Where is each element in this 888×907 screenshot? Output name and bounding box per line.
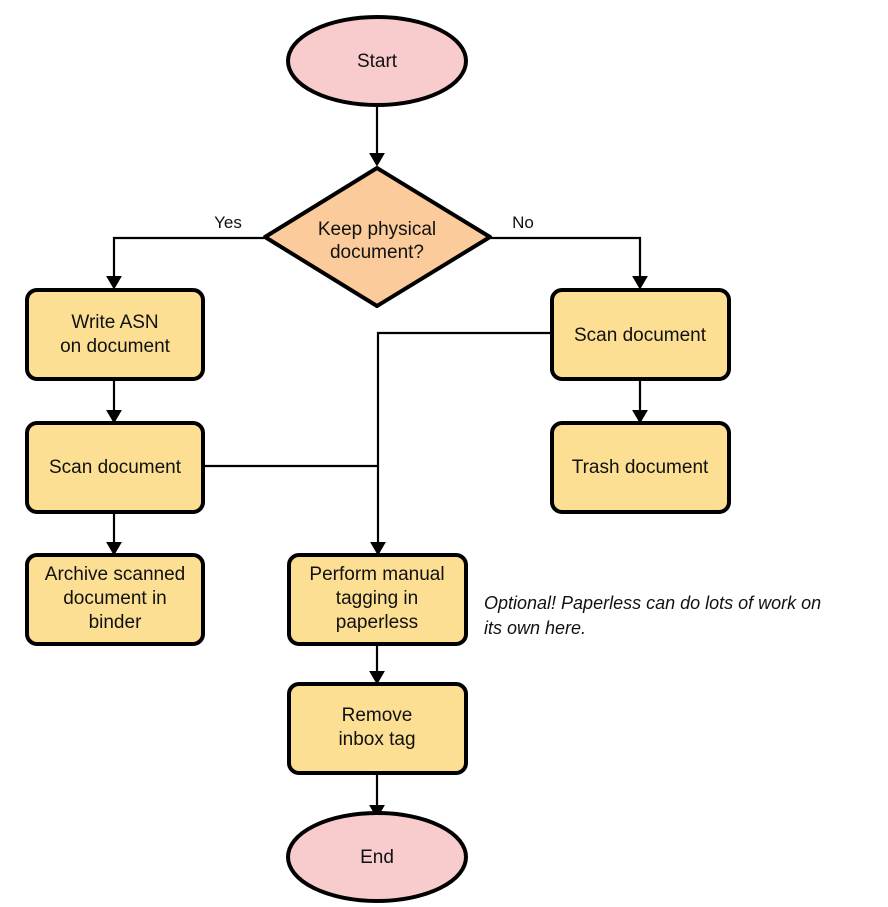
archive-box-shape: [25, 553, 205, 646]
node-perform-manual-tagging[interactable]: Perform manual tagging in paperless: [287, 553, 468, 646]
remove-tag-label-line2: inbox tag: [338, 729, 415, 750]
write-asn-label-line2: on document: [60, 336, 171, 357]
trash-box-shape: [550, 421, 731, 514]
decision-label-line1: Keep physical: [318, 219, 436, 240]
node-scan-document-left[interactable]: Scan document: [25, 421, 205, 514]
scan-left-label: Scan document: [49, 457, 182, 478]
tagging-label-line3: paperless: [336, 612, 418, 633]
start-ellipse-shape: [286, 15, 468, 107]
edge-label-yes: Yes: [214, 213, 242, 232]
scan-left-box-shape: [25, 421, 205, 514]
start-label: Start: [357, 51, 398, 72]
trash-label: Trash document: [572, 457, 709, 478]
archive-label-line2: document in: [63, 588, 167, 609]
end-label: End: [360, 847, 394, 868]
node-end[interactable]: End: [286, 811, 468, 903]
node-scan-document-right[interactable]: Scan document: [550, 288, 731, 381]
node-trash-document[interactable]: Trash document: [550, 421, 731, 514]
optional-note-line2: its own here.: [484, 618, 586, 638]
archive-label-line1: Archive scanned: [45, 564, 185, 585]
node-archive-scanned-document[interactable]: Archive scanned document in binder: [25, 553, 205, 646]
edge-group: [106, 104, 648, 819]
annotation-optional-note: Optional! Paperless can do lots of work …: [484, 593, 821, 638]
optional-note-line1: Optional! Paperless can do lots of work …: [484, 593, 821, 613]
decision-label-line2: document?: [330, 242, 424, 263]
edge-label-no: No: [512, 213, 534, 232]
edge-decision-no-to-scan-right: [491, 236, 648, 290]
node-start[interactable]: Start: [286, 15, 468, 107]
scan-right-box-shape: [550, 288, 731, 381]
tagging-box-shape: [287, 553, 468, 646]
end-ellipse-shape: [286, 811, 468, 903]
archive-label-line3: binder: [89, 612, 142, 633]
node-write-asn-on-document[interactable]: Write ASN on document: [25, 288, 205, 381]
write-asn-label-line1: Write ASN: [71, 312, 158, 333]
node-remove-inbox-tag[interactable]: Remove inbox tag: [287, 682, 468, 775]
node-decision-keep-physical-document[interactable]: Keep physical document?: [263, 166, 492, 308]
edge-scan-right-to-tagging: [370, 331, 552, 556]
remove-tag-label-line1: Remove: [342, 705, 413, 726]
tagging-label-line1: Perform manual: [309, 564, 444, 585]
scan-right-label: Scan document: [574, 325, 707, 346]
write-asn-box-shape: [25, 288, 205, 381]
edge-decision-yes-to-write-asn: [106, 236, 264, 290]
remove-tag-box-shape: [287, 682, 468, 775]
tagging-label-line2: tagging in: [336, 588, 418, 609]
decision-diamond-shape: [263, 166, 492, 308]
